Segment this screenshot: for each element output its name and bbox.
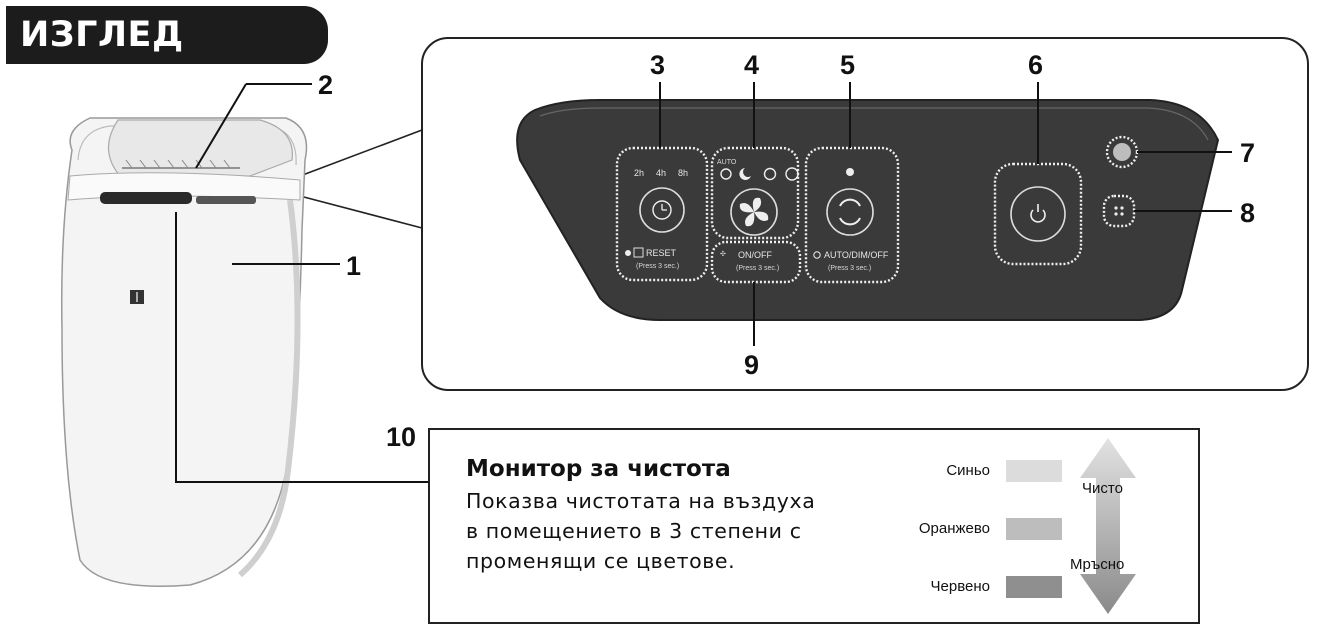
clean-dirty-arrow-icon (1080, 438, 1136, 614)
level-orange-swatch (1006, 518, 1062, 540)
callout-1: 1 (346, 251, 361, 281)
callout-9: 9 (744, 350, 759, 380)
callout-6: 6 (1028, 50, 1043, 80)
medium-fan-icon (763, 167, 777, 181)
ion-group-outline (710, 240, 802, 284)
auto-dim-off-label: AUTO/DIM/OFF (824, 250, 889, 260)
filter-icon (633, 247, 644, 258)
monitor-line-3: променящи се цветове. (466, 549, 736, 573)
timer-button[interactable] (639, 187, 685, 233)
arrow-dirty-label: Мръсно (1070, 556, 1125, 573)
control-panel (516, 99, 1220, 321)
monitor-line-2: в помещението в 3 степени с (466, 519, 802, 543)
light-group-outline (804, 146, 900, 284)
fan-group-outline (710, 146, 800, 240)
callout-5: 5 (840, 50, 855, 80)
zoom-line-bottom (299, 195, 423, 229)
light-control-button[interactable] (826, 188, 874, 236)
filter-indicator-dot (625, 250, 631, 256)
power-button[interactable] (1010, 186, 1066, 242)
timer-2h-label: 2h (634, 168, 644, 178)
timer-group-outline (615, 146, 709, 282)
cycle-icon (839, 198, 861, 207)
callout-7: 7 (1240, 138, 1255, 168)
plasmacluster-lamp-outline (1102, 194, 1136, 228)
monitor-line-1: Показва чистотата на въздуха (466, 489, 816, 513)
monitor-title: Монитор за чистота (466, 456, 731, 482)
night-mode-icon (739, 168, 751, 180)
clock-icon (652, 200, 672, 220)
purifier-body (60, 117, 308, 587)
level-red-swatch (1006, 576, 1062, 598)
timer-4h-label: 4h (656, 168, 666, 178)
fan-speed-button[interactable] (730, 188, 778, 236)
auto-mode-icon (720, 168, 732, 180)
leader-2a (195, 83, 247, 169)
reset-label: RESET (646, 248, 677, 258)
arrow-clean-label: Чисто (1082, 480, 1123, 497)
onoff-label: ON/OFF (738, 250, 772, 260)
clean-monitor-lamp (1113, 143, 1131, 161)
callout-2: 2 (318, 70, 333, 100)
callout-8: 8 (1240, 198, 1255, 228)
clean-monitor-info-box: Монитор за чистота Показва чистотата на … (428, 428, 1200, 624)
callout-10: 10 (386, 422, 416, 452)
callout-3: 3 (650, 50, 665, 80)
level-blue-swatch (1006, 460, 1062, 482)
plasmacluster-icon (1114, 206, 1124, 216)
leader-10 (175, 212, 428, 483)
level-red-label: Червено (930, 578, 990, 595)
callout-4: 4 (744, 50, 759, 80)
page-title: ИЗГЛЕД ОТПРЕД (6, 6, 328, 113)
timer-8h-label: 8h (678, 168, 688, 178)
front-display-strip (100, 192, 192, 204)
auto-press-note: (Press 3 sec.) (828, 265, 871, 272)
max-fan-icon (785, 167, 799, 181)
level-blue-label: Синьо (946, 462, 990, 479)
monitor-description: Показва чистотата на въздуха в помещение… (466, 486, 906, 576)
ion-icon: ✣ (720, 250, 726, 258)
auto-mode-small-label: AUTO (717, 159, 737, 166)
light-sensor-icon (846, 168, 854, 176)
dim-icon (813, 251, 821, 259)
zoom-line-top (299, 129, 423, 177)
fan-icon (739, 197, 769, 227)
reset-press-note: (Press 3 sec.) (636, 263, 679, 270)
power-icon (1030, 204, 1046, 223)
onoff-press-note: (Press 3 sec.) (736, 265, 779, 272)
level-orange-label: Оранжево (918, 520, 990, 537)
air-outlet-fins (122, 159, 240, 169)
